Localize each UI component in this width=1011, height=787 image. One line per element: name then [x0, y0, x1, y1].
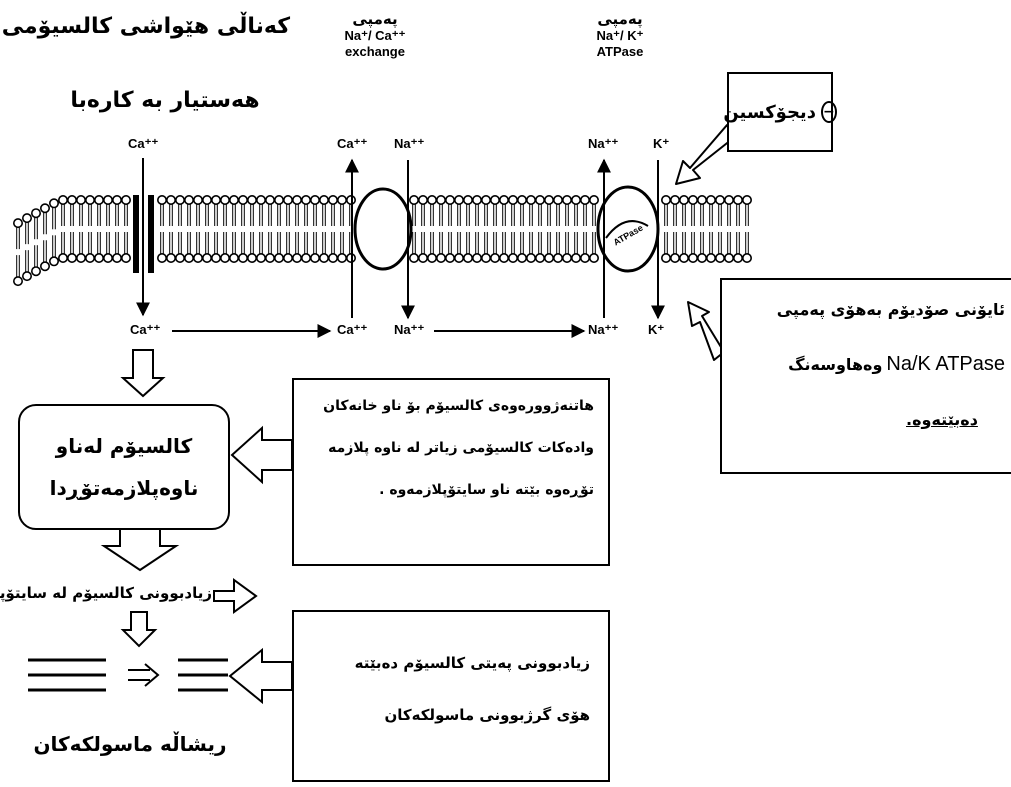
- ion-top-k-atpase: K⁺: [653, 136, 670, 151]
- channel-title-line1: كەناڵی هێواشی کالسیۆمی: [1, 14, 290, 39]
- ion-bottom-na-atpase: Na⁺⁺: [588, 322, 619, 337]
- sodium-box-line2-latin: Na/K ATPase: [886, 353, 1005, 375]
- cell-membrane-bilayer: [13, 195, 752, 287]
- muscle-filaments: [28, 658, 228, 692]
- sodium-balance-box: ئایۆنی صۆدیۆم بەهۆی پەمپی وەهاوسەنگ Na/K…: [720, 278, 1011, 474]
- down-arrow-2: [100, 527, 180, 572]
- release-box-line1: هاتنەژوورەوەی کالسیۆم بۆ ناو خانەکان: [323, 398, 594, 414]
- ion-top-na-exchanger: Na⁺⁺: [394, 136, 425, 151]
- sarcoplasmic-reticulum-box: کالسیۆم لەناو ناوەپلازمەتۆڕدا: [18, 404, 230, 530]
- exchanger-pump-ions: Na⁺/ Ca⁺⁺: [344, 28, 406, 43]
- release-box-line3: تۆڕەوە بێتە ناو سایتۆپلازمەوە .: [379, 482, 594, 498]
- exchanger-pump-label: پەمپی Na⁺/ Ca⁺⁺ exchange: [320, 10, 430, 59]
- sodium-box-line2-rtl: وەهاوسەنگ: [788, 355, 883, 374]
- left-arrow-release: [230, 425, 293, 485]
- atpase-pump-title: پەمپی: [597, 10, 643, 28]
- effect-box-line1: زیادبوونی پەیتی کالسیۆم دەبێتە: [354, 654, 590, 672]
- calcium-release-box: هاتنەژوورەوەی کالسیۆم بۆ ناو خانەکان واد…: [292, 378, 610, 566]
- atpase-pump-ions: Na⁺/ K⁺: [596, 28, 644, 43]
- ion-top-na-atpase: Na⁺⁺: [588, 136, 619, 151]
- sr-box-line1: کالسیۆم لەناو: [55, 434, 193, 458]
- contraction-arrow: [128, 663, 160, 687]
- channel-title-line2: هەستیار بە کارەبا: [70, 88, 260, 113]
- atpase-pump-type: ATPase: [596, 44, 644, 59]
- k-pointer-arrow: [687, 301, 725, 361]
- calcium-channel: [133, 195, 154, 273]
- ion-top-ca-channel: Ca⁺⁺: [128, 136, 159, 151]
- calcium-increase-text: زیادبوونی کالسیۆم لە سایتۆپلازم: [0, 584, 212, 602]
- sodium-box-line1: ئایۆنی صۆدیۆم بەهۆی پەمپی: [776, 300, 1005, 319]
- exchanger-pump-oval: [353, 187, 413, 271]
- ion-bottom-ca-channel: Ca⁺⁺: [130, 322, 161, 337]
- right-arrow-increase: [213, 578, 258, 614]
- ion-bottom-k-atpase: K⁺: [648, 322, 665, 337]
- digoxin-box: دیجۆکسین −: [723, 72, 837, 152]
- exchanger-pump-title: پەمپی: [352, 10, 398, 28]
- sr-box-line2: ناوەپلازمەتۆڕدا: [49, 476, 199, 500]
- exchanger-pump-type: exchange: [345, 44, 405, 59]
- ion-top-ca-exchanger: Ca⁺⁺: [337, 136, 368, 151]
- minus-sign-icon: −: [820, 101, 837, 123]
- ion-bottom-ca-exchanger: Ca⁺⁺: [337, 322, 368, 337]
- left-arrow-effect: [228, 647, 293, 705]
- ion-bottom-na-exchanger: Na⁺⁺: [394, 322, 425, 337]
- digoxin-label: دیجۆکسین: [723, 101, 816, 123]
- muscle-fibers-label: ریشاڵە ماسولکەکان: [33, 732, 227, 756]
- effect-box-line2: هۆی گرژبوونی ماسولکەکان: [384, 706, 590, 724]
- sodium-box-line2: وەهاوسەنگ Na/K ATPase: [726, 353, 1005, 376]
- release-box-line2: وادەکات کالسیۆمی زیاتر لە ناوە پلازمە: [328, 440, 594, 456]
- sodium-box-line3: دەبێتەوە.: [906, 410, 978, 429]
- down-arrow-1: [120, 349, 166, 398]
- contraction-effect-box: زیادبوونی پەیتی کالسیۆم دەبێتە هۆی گرژبو…: [292, 610, 610, 782]
- down-arrow-3: [120, 611, 158, 648]
- atpase-pump-label: پەمپی Na⁺/ K⁺ ATPase: [575, 10, 665, 59]
